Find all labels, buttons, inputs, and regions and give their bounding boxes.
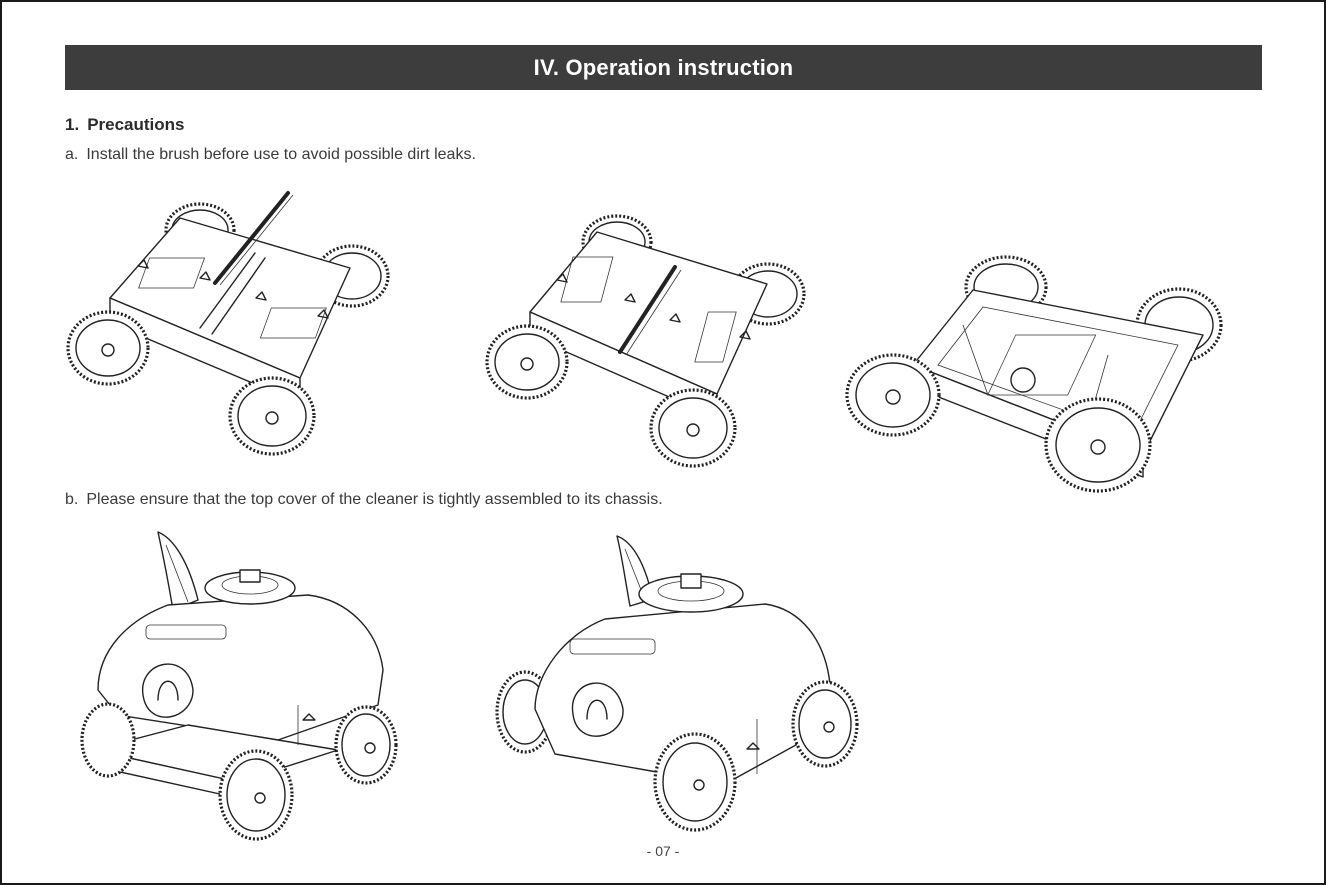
step-b: b. Please ensure that the top cover of th… — [65, 491, 663, 509]
step-a-letter: a. — [65, 146, 78, 163]
step-a-text: Install the brush before use to avoid po… — [86, 146, 476, 163]
precautions-title: Precautions — [87, 115, 184, 134]
precautions-number: 1. — [65, 115, 79, 134]
section-header: IV. Operation instruction — [65, 45, 1262, 90]
step-b-text: Please ensure that the top cover of the … — [86, 491, 662, 508]
step-b-letter: b. — [65, 491, 78, 508]
figure-cover-assembled — [495, 534, 865, 834]
precautions-heading: 1. Precautions — [65, 115, 185, 135]
figure-cover-lifted — [78, 530, 403, 842]
section-title: IV. Operation instruction — [534, 55, 794, 81]
page-number: - 07 - — [0, 843, 1326, 859]
figure-brush-inserting — [60, 188, 395, 460]
figure-brush-installed — [485, 212, 810, 470]
figure-chassis-underside — [843, 255, 1228, 503]
step-a: a. Install the brush before use to avoid … — [65, 146, 476, 164]
